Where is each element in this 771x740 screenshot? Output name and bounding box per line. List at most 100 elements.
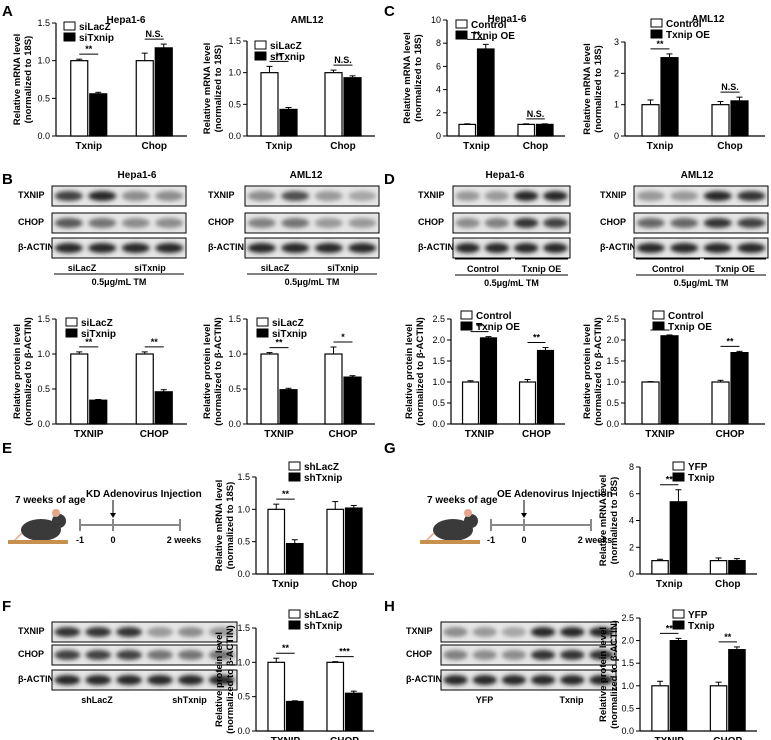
significance-label: ** [656, 39, 664, 49]
y-axis-label: Relative protein level(normalized to β-A… [12, 317, 34, 426]
y-tick-label: 0.0 [621, 726, 634, 736]
blot-band [85, 675, 112, 685]
timeline-tick-label: 0 [110, 535, 115, 545]
legend-label: Control [668, 311, 704, 322]
timeline-age-label: 7 weeks of age [427, 495, 498, 506]
blot-band [247, 243, 276, 253]
x-tick-label: Chop [141, 141, 167, 152]
y-tick-label: 0.0 [432, 419, 445, 429]
y-tick-label: 1.0 [228, 349, 241, 359]
blot-group-label: Txnip OE [522, 264, 562, 274]
y-tick-label: 1.0 [621, 681, 634, 691]
y-axis-label-line: (normalized to 18S) [413, 34, 424, 122]
treatment-label: 0.5μg/mL TM [484, 278, 539, 288]
bar [651, 560, 669, 575]
blot-band [314, 218, 343, 228]
legend-label: Control [471, 20, 507, 31]
blot-row-label: β-ACTIN [600, 242, 636, 252]
legend-label: Txnip OE [471, 31, 515, 42]
bar [135, 60, 154, 137]
legend-swatch [652, 321, 665, 331]
chart-title: Hepa1-6 [488, 14, 527, 25]
legend-label: shTxnip [304, 621, 342, 632]
y-axis-label: Relative protein level(normalized to β-A… [404, 317, 426, 426]
legend-swatch [650, 18, 663, 28]
panel-letter-H: H [384, 598, 395, 615]
y-tick-label: 0 [614, 131, 619, 141]
x-tick-label: CHOP [716, 429, 745, 440]
blot-band [54, 243, 83, 253]
significance-label: ** [275, 51, 283, 61]
y-tick-label: 1.5 [237, 472, 250, 482]
y-tick-label: 1.5 [621, 658, 634, 668]
x-tick-label: CHOP [140, 429, 169, 440]
bar [154, 391, 173, 425]
y-axis-label-line: (normalized to 18S) [593, 45, 604, 133]
blot-band [281, 243, 310, 253]
y-tick-label: 0.5 [432, 398, 445, 408]
x-tick-label: TXNIP [264, 429, 294, 440]
blot-band [146, 627, 173, 637]
y-tick-label: 3 [614, 37, 619, 47]
y-tick-label: 1.0 [606, 377, 619, 387]
x-tick-label: Chop [715, 579, 741, 590]
y-tick-label: 2.0 [621, 636, 634, 646]
bar [89, 93, 108, 137]
y-tick-label: 2 [436, 108, 441, 118]
blot-band [208, 627, 235, 637]
y-tick-label: 1 [614, 100, 619, 110]
legend-swatch [65, 317, 78, 327]
y-tick-label: 1.0 [228, 68, 241, 78]
x-tick-label: Chop [717, 141, 743, 152]
legend-label: siTxnip [270, 52, 305, 63]
legend-label: Control [476, 311, 512, 322]
blot-band [116, 675, 143, 685]
legend-label: shTxnip [304, 473, 342, 484]
blot-strip [51, 185, 187, 207]
blot-strip [51, 212, 187, 234]
y-tick-label: 2.0 [606, 335, 619, 345]
mouse-ear [464, 509, 472, 517]
blot-band [560, 650, 585, 660]
y-tick-label: 2.5 [621, 613, 634, 623]
significance-label: * [341, 332, 345, 342]
x-tick-label: CHOP [713, 736, 742, 740]
timeline-tick-label: 2 weeks [167, 535, 202, 545]
legend-swatch [256, 328, 269, 338]
y-axis-label-line: Relative mRNA level [202, 43, 213, 135]
blot-band [121, 218, 150, 228]
bar [709, 685, 728, 732]
blot-band [703, 243, 732, 253]
legend-label: Txnip [688, 621, 715, 632]
blot-band [636, 218, 665, 228]
legend-label: YFP [688, 610, 708, 621]
blot-band [88, 243, 117, 253]
treatment-label: 0.5μg/mL TM [285, 277, 340, 287]
legend-swatch [672, 472, 685, 482]
bar [518, 381, 537, 425]
y-axis-label: Relative mRNA level(normalized to 18S) [402, 32, 424, 124]
bar [669, 501, 688, 575]
y-tick-label: 0.0 [228, 419, 241, 429]
significance-label: ** [85, 44, 93, 54]
y-tick-label: 1.5 [606, 356, 619, 366]
blot-band [737, 243, 766, 253]
bar [260, 353, 279, 425]
blot-band [484, 243, 510, 253]
blot-band [589, 675, 614, 685]
y-tick-label: 0.5 [237, 537, 250, 547]
y-tick-label: 0.0 [37, 419, 50, 429]
y-axis-label: Relative protein level(normalized to β-A… [202, 317, 224, 426]
blot-title: AML12 [681, 170, 714, 181]
y-axis-label-line: (normalized to β-ACTIN) [593, 317, 604, 426]
blot-group-label: Control [467, 264, 499, 274]
y-tick-label: 6 [436, 61, 441, 71]
treatment-label: 0.5μg/mL TM [674, 278, 729, 288]
legend-swatch [672, 461, 685, 471]
panel-letter-B: B [2, 171, 13, 188]
significance-label: N.S. [721, 82, 739, 92]
